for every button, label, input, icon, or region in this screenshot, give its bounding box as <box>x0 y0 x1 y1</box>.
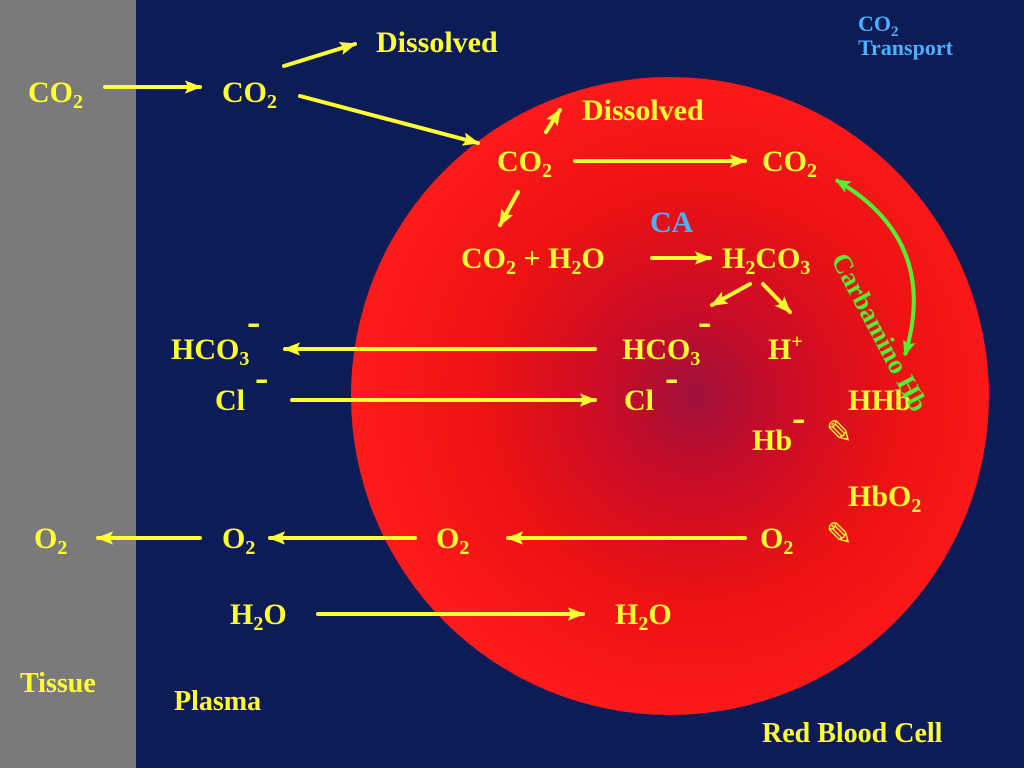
cell-co2-label: CO2 <box>497 145 552 182</box>
arrow-co2-to-reaction <box>498 190 520 227</box>
deoxyhemoglobin-label: HHb <box>848 384 912 417</box>
hemoglobin-label: Hb <box>752 424 793 457</box>
arrow-h2co3-to-h <box>761 282 792 314</box>
plasma-water-label: H2O <box>230 598 287 635</box>
plasma-bicarbonate-charge: - <box>247 299 261 344</box>
cell-bicarbonate-label: HCO3 <box>622 333 701 370</box>
cell-chloride-charge: - <box>665 355 679 400</box>
cell-water-label: H2O <box>615 598 672 635</box>
hemoglobin-oxygen-label: O2 <box>760 522 794 559</box>
tissue-region <box>0 0 136 768</box>
plasma-co2-label: CO2 <box>222 76 277 113</box>
arrow-plasma-co2-to-dissolved <box>282 42 357 68</box>
plasma-bicarbonate-label: HCO3 <box>171 333 250 370</box>
plasma-chloride-charge: - <box>255 355 269 400</box>
plasma-chloride-label: Cl <box>215 384 245 417</box>
diagram-title: CO2 Transport <box>858 11 953 60</box>
arrow-cell-co2-to-dissolved <box>544 108 562 134</box>
hand-pointer-icon: ✎ <box>826 413 853 451</box>
cell-chloride-label: Cl <box>624 384 654 417</box>
carbonic-anhydrase-label: CA <box>650 206 694 239</box>
reaction-reactants-label: CO2 + H2O <box>461 242 605 279</box>
oxyhemoglobin-label: HbO2 <box>848 480 922 517</box>
arrow-plasma-co2-to-cell <box>298 94 480 146</box>
arrow-h2co3-to-hco3 <box>710 282 752 307</box>
tissue-co2-label: CO2 <box>28 76 83 113</box>
dissolved-cell-label: Dissolved <box>582 94 704 127</box>
plasma-label: Plasma <box>174 686 262 717</box>
hydrogen-ion-label: H+ <box>768 331 803 366</box>
arrow-carbamino <box>834 178 916 357</box>
cell-bicarbonate-charge: - <box>698 299 712 344</box>
hand-pointer-icon: ✎ <box>826 515 853 553</box>
hemoglobin-charge: - <box>792 395 806 440</box>
tissue-label: Tissue <box>20 668 96 699</box>
tissue-oxygen-label: O2 <box>34 522 68 559</box>
cell-oxygen-label: O2 <box>436 522 470 559</box>
red-blood-cell-label: Red Blood Cell <box>762 718 943 749</box>
cell-co2-right-label: CO2 <box>762 145 817 182</box>
carbonic-acid-label: H2CO3 <box>722 242 811 279</box>
dissolved-plasma-label: Dissolved <box>376 26 498 59</box>
plasma-oxygen-label: O2 <box>222 522 256 559</box>
